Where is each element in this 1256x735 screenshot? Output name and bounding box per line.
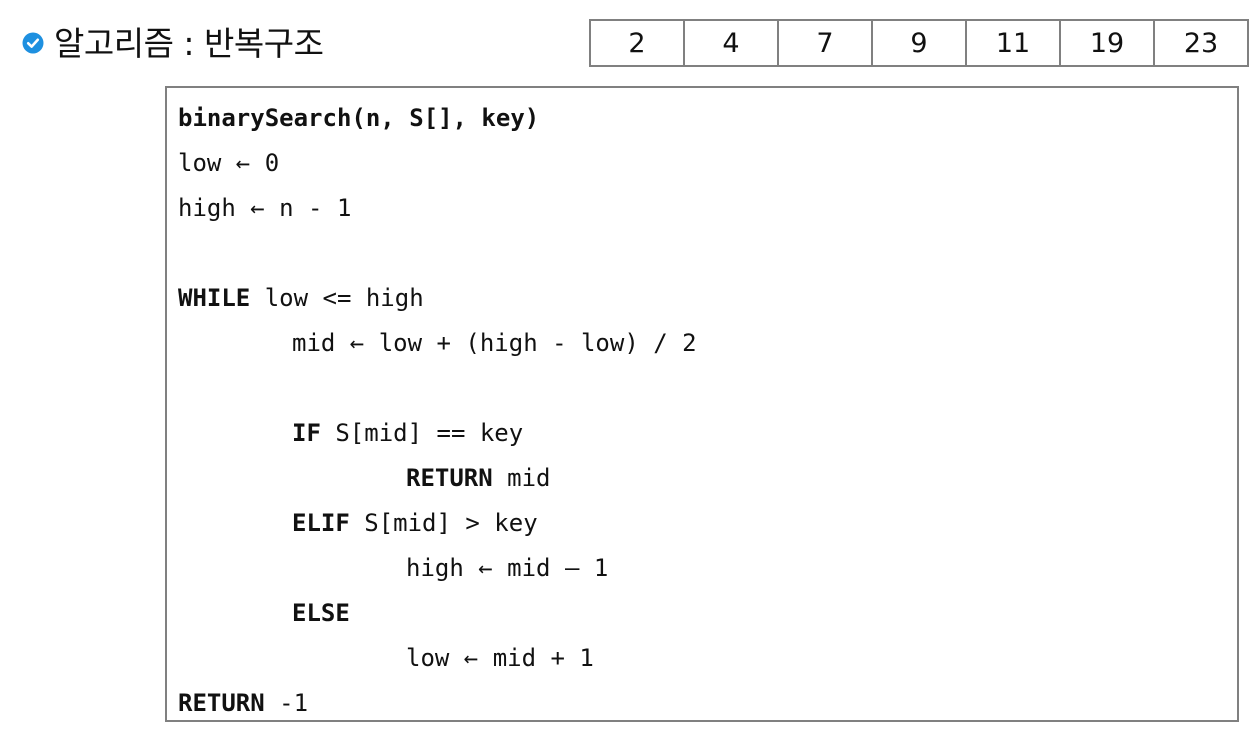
blank-line: [178, 231, 1237, 276]
code-line-return-final: RETURN -1: [178, 681, 1237, 726]
check-circle-icon: [22, 32, 44, 54]
pseudocode-box: binarySearch(n, S[], key) low ← 0 high ←…: [165, 86, 1239, 722]
while-condition: low <= high: [250, 284, 424, 312]
array-cell: 23: [1153, 19, 1249, 67]
array-cell: 19: [1059, 19, 1155, 67]
if-keyword: IF: [292, 419, 321, 447]
return-value: mid: [492, 464, 551, 492]
array-cell: 7: [777, 19, 873, 67]
return-keyword: RETURN: [178, 689, 265, 717]
elif-keyword: ELIF: [292, 509, 350, 537]
elif-condition: S[mid] > key: [349, 509, 538, 537]
code-line-low-update: low ← mid + 1: [406, 644, 594, 672]
code-line-high-init: high ← n - 1: [178, 194, 352, 222]
sorted-array-table: 2 4 7 9 11 19 23: [589, 19, 1249, 67]
if-condition: S[mid] == key: [320, 419, 524, 447]
code-line-while: WHILE low <= high: [178, 276, 1237, 321]
code-line-low-init: low ← 0: [178, 149, 280, 177]
array-cell: 9: [871, 19, 967, 67]
array-cell: 11: [965, 19, 1061, 67]
code-line-high-update: high ← mid – 1: [406, 554, 609, 582]
code-line-if: IF S[mid] == key: [178, 411, 1237, 456]
array-cell: 4: [683, 19, 779, 67]
function-signature: binarySearch(n, S[], key): [178, 104, 540, 132]
code-line-return-mid: RETURN mid: [178, 456, 1237, 501]
code-line-elif: ELIF S[mid] > key: [178, 501, 1237, 546]
title-bar: 알고리즘 : 반복구조: [22, 18, 324, 68]
code-line-mid: mid ← low + (high - low) / 2: [292, 329, 697, 357]
else-keyword: ELSE: [292, 599, 350, 627]
page-title: 알고리즘 : 반복구조: [54, 23, 324, 63]
blank-line: [178, 366, 1237, 411]
return-keyword: RETURN: [406, 464, 493, 492]
return-value: -1: [264, 689, 309, 717]
array-cell: 2: [589, 19, 685, 67]
while-keyword: WHILE: [178, 284, 251, 312]
array-row: 2 4 7 9 11 19 23: [589, 19, 1249, 67]
